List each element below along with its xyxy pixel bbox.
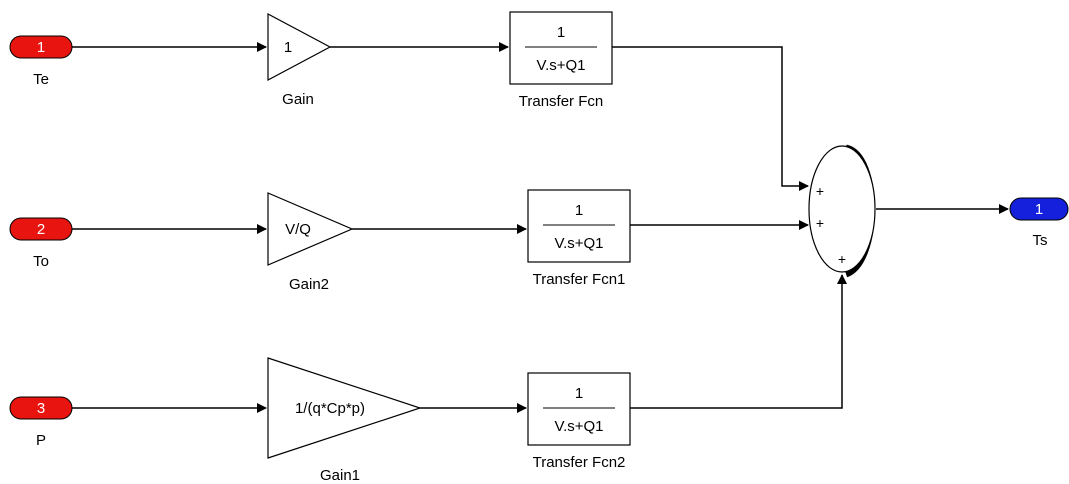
sum-sign-2: + — [816, 215, 824, 231]
tf-label: Transfer Fcn — [519, 93, 603, 110]
inport-p[interactable]: 3 P — [9, 396, 73, 449]
tf-denominator: V.s+Q1 — [554, 235, 603, 252]
tf-label: Transfer Fcn2 — [533, 454, 626, 471]
inport-number: 2 — [37, 221, 45, 238]
sum-sign-1: + — [816, 183, 824, 199]
inport-te[interactable]: 1 Te — [9, 35, 73, 88]
outport-ts[interactable]: 1 Ts — [1009, 197, 1069, 249]
gain-label: Gain — [282, 91, 314, 108]
gain-value: V/Q — [285, 221, 311, 238]
outport-number: 1 — [1035, 201, 1043, 218]
tf-numerator: 1 — [557, 24, 565, 41]
sum-block[interactable]: + + + — [808, 144, 876, 278]
inport-number: 1 — [37, 39, 45, 56]
tf-denominator: V.s+Q1 — [536, 57, 585, 74]
tf-label: Transfer Fcn1 — [533, 271, 626, 288]
transfer-fcn2-block[interactable]: 1 V.s+Q1 Transfer Fcn2 — [527, 372, 631, 471]
gain2-block[interactable]: V/Q Gain2 — [267, 192, 354, 293]
sum-sign-3: + — [838, 251, 846, 267]
signal-lines — [72, 42, 1009, 413]
gain-label: Gain2 — [289, 276, 329, 293]
outport-label: Ts — [1033, 232, 1048, 249]
inport-label: To — [33, 253, 49, 270]
gain-label: Gain1 — [320, 467, 360, 484]
transfer-fcn1-block[interactable]: 1 V.s+Q1 Transfer Fcn1 — [527, 189, 631, 288]
inport-label: Te — [33, 71, 49, 88]
tf-numerator: 1 — [575, 385, 583, 402]
inport-label: P — [36, 432, 46, 449]
transfer-fcn-block[interactable]: 1 V.s+Q1 Transfer Fcn — [509, 11, 613, 110]
wire-tf2-to-sum-3[interactable] — [630, 274, 847, 409]
gain1-block[interactable]: 1/(q*Cp*p) Gain1 — [267, 357, 422, 484]
gain-value: 1/(q*Cp*p) — [295, 400, 365, 417]
wire-tf-to-sum-1[interactable] — [612, 46, 809, 191]
tf-numerator: 1 — [575, 202, 583, 219]
gain-value: 1 — [284, 39, 292, 56]
inport-number: 3 — [37, 400, 45, 417]
inport-to[interactable]: 2 To — [9, 217, 73, 270]
gain-block[interactable]: 1 Gain — [267, 13, 332, 108]
tf-denominator: V.s+Q1 — [554, 418, 603, 435]
